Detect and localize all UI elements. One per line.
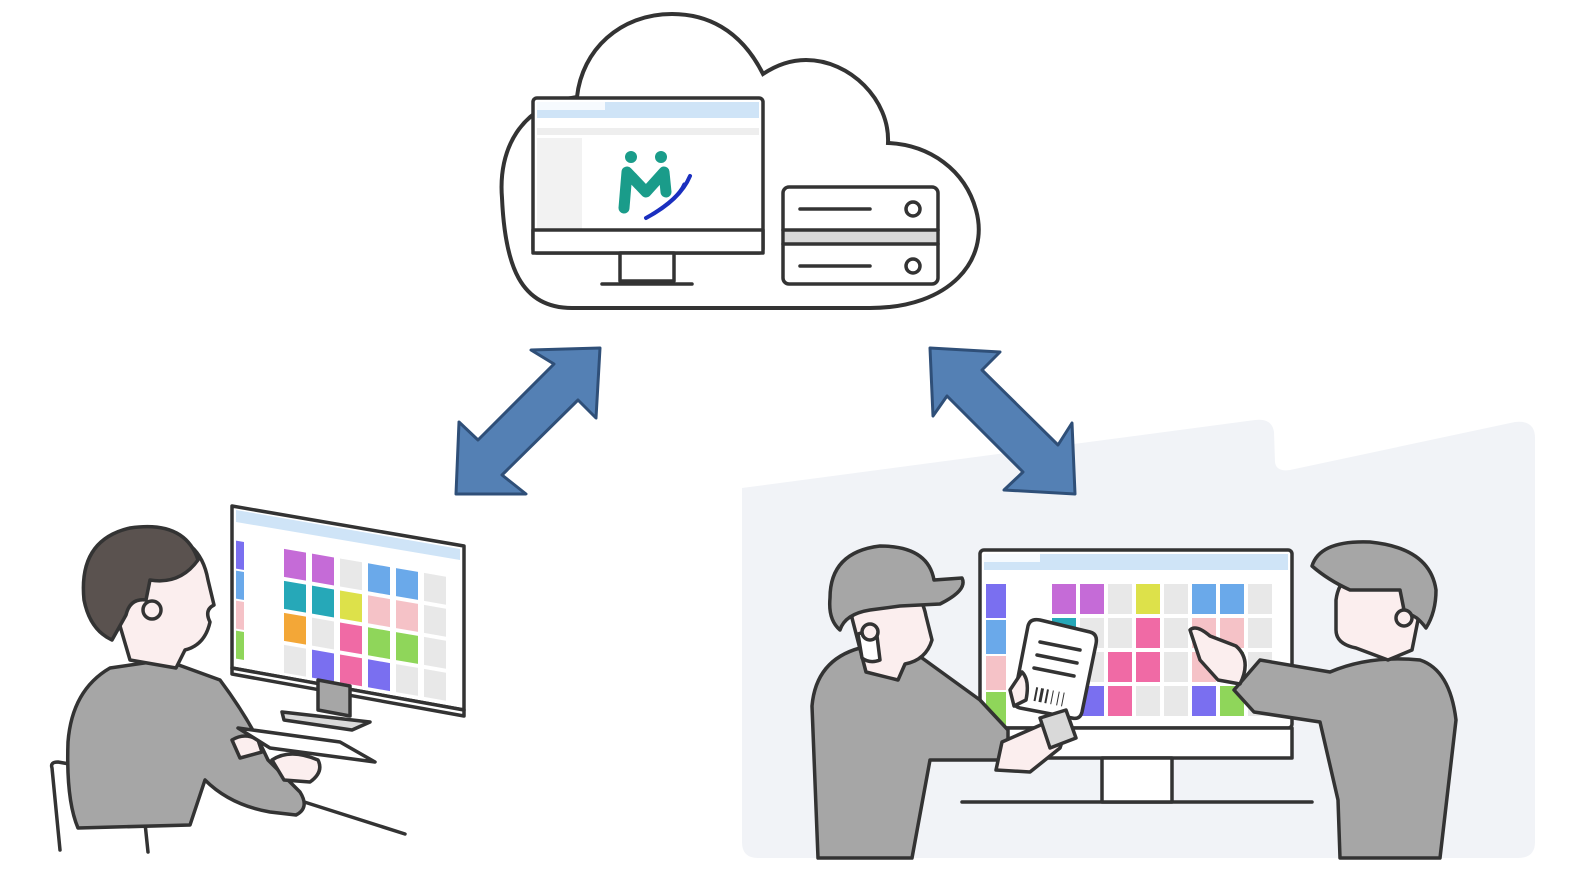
factory-workers-icon [810,540,1458,860]
cloud-icon [499,11,981,310]
schedule-block [368,563,390,596]
barcode-icon [1033,687,1065,707]
schedule-block [424,572,446,605]
sync-arrow-right [928,346,1077,496]
schedule-block [312,617,334,650]
schedule-block [396,568,418,600]
barcode-bar [1044,689,1049,704]
schedule-block [236,600,244,630]
schedule-block [340,590,362,623]
schedule-block [236,570,244,600]
schedule-block [1192,686,1216,716]
schedule-block [1108,652,1132,682]
barcode-bar [1033,687,1039,702]
schedule-block [1164,686,1188,716]
schedule-block [1136,652,1160,682]
schedule-block [1108,686,1132,716]
schedule-block [236,540,244,570]
schedule-block [368,659,390,692]
schedule-block [1136,618,1160,648]
schedule-block [284,580,306,613]
schedule-block [368,627,390,660]
schedule-block [1052,584,1076,614]
schedule-block [284,644,306,677]
schedule-block [312,553,334,586]
schedule-block [396,632,418,664]
schedule-block [1248,584,1272,614]
schedule-block [1164,652,1188,682]
schedule-block [1248,618,1272,648]
schedule-block [340,654,362,687]
schedule-block [1136,686,1160,716]
barcode-bar [1056,691,1060,706]
schedule-block [1080,584,1104,614]
schedule-block [1192,584,1216,614]
schedule-block [284,548,306,581]
schedule-block [424,636,446,669]
schedule-block [424,668,446,701]
schedule-block [340,622,362,655]
barcode-bar [1050,690,1054,705]
app-logo [618,151,692,220]
schedule-block [236,630,244,660]
schedule-block [1164,618,1188,648]
left-factory-worker [810,544,1099,860]
schedule-block [312,649,334,682]
right-factory-worker [1188,540,1458,860]
schedule-block [1108,618,1132,648]
schedule-block [396,600,418,632]
barcode-bar [1038,688,1045,703]
schedule-block [1136,584,1160,614]
server-rack-icon [781,185,940,286]
schedule-block [1220,584,1244,614]
office-schedule-grid [236,540,446,701]
barcode-bar [1061,692,1065,707]
sync-arrow-left [454,346,602,496]
schedule-block [1164,584,1188,614]
schedule-block [284,612,306,645]
schedule-block [1108,584,1132,614]
schedule-block [986,584,1006,618]
schedule-block [340,558,362,591]
schedule-block [986,620,1006,654]
schedule-block [396,664,418,696]
cloud-monitor [531,96,765,286]
office-worker-icon [49,504,466,854]
schedule-block [312,585,334,618]
schedule-block [986,656,1006,690]
schedule-block [424,604,446,637]
schedule-block [368,595,390,628]
